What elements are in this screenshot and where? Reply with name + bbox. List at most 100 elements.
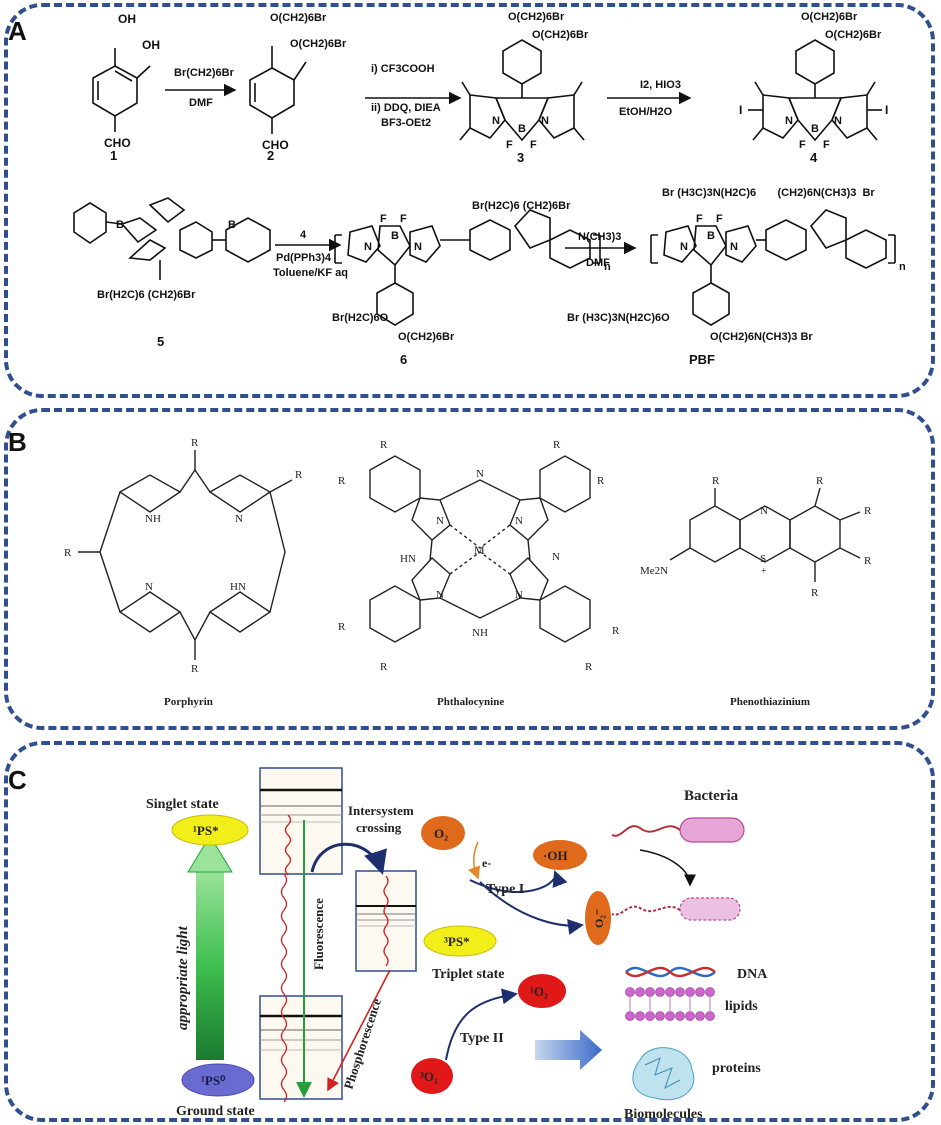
- singlet-oxygen-ellipse: [518, 974, 566, 1008]
- ps-triplet-ellipse: [423, 925, 497, 957]
- ph-r-top-left: R: [712, 475, 720, 487]
- pc-n-right: N: [552, 551, 560, 563]
- c4-f-left: F: [799, 139, 806, 151]
- compound-1-label: 1: [110, 148, 117, 163]
- c1-oh-side: OH: [142, 38, 160, 52]
- intersystem-crossing-arrow: [310, 842, 387, 875]
- phthalocyanine-structure: [369, 455, 591, 643]
- c3-f-left: F: [506, 139, 513, 151]
- bacteria-cell: [679, 817, 745, 843]
- step4-solvent: Toluene/KF aq: [273, 267, 348, 279]
- p6-n-subscript: n: [604, 261, 611, 273]
- phosphorescence-arrow: [327, 969, 391, 1092]
- dna-label: DNA: [737, 967, 768, 982]
- pc-nh: NH: [472, 627, 488, 639]
- c4-n-left: N: [785, 115, 793, 127]
- c3-boron: B: [518, 123, 526, 135]
- c2-chain-top: O(CH2)6Br: [270, 12, 327, 24]
- ph-r-bottom: R: [811, 587, 819, 599]
- ph-r-right: R: [864, 505, 872, 517]
- pc-n-tl: N: [436, 515, 444, 527]
- triplet-oxygen-label: ³O₂: [420, 1069, 438, 1084]
- compound-2-label: 2: [267, 148, 274, 163]
- light-absorption-arrow: [196, 870, 224, 1060]
- light-label: appropriate light: [175, 925, 191, 1030]
- ps-singlet-ellipse: [171, 814, 249, 846]
- type1-superoxide-arrow: [479, 881, 584, 935]
- pc-n-tr: N: [515, 515, 523, 527]
- pbf-n-left: N: [680, 241, 688, 253]
- c5-boron-right: B: [228, 219, 236, 231]
- porphyrin-r-left: R: [64, 547, 72, 559]
- compound-3-structure: [459, 39, 585, 142]
- pbf-quat-top: Br (H3C)3N(H2C)6 (CH2)6N(CH3)3 Br: [662, 187, 875, 199]
- lipid-bilayer: [625, 987, 715, 1021]
- pbf-f-left: F: [696, 213, 703, 225]
- electron-label: e-: [482, 856, 491, 870]
- ph-r-right2: R: [864, 555, 872, 567]
- compound-6-label: 6: [400, 352, 407, 367]
- c4-chain-side: O(CH2)6Br: [825, 29, 882, 41]
- c2-chain-side: O(CH2)6Br: [290, 38, 347, 50]
- pbf-structure: [650, 209, 896, 326]
- compound-4-structure: [748, 39, 882, 142]
- porphyrin-r-top: R: [191, 437, 199, 449]
- o2-ellipse: [421, 816, 465, 850]
- ph-plus: +: [761, 566, 767, 577]
- c3-n-left: N: [492, 115, 500, 127]
- phenothiazinium-structure: [669, 487, 861, 582]
- triplet-level-box: [355, 870, 417, 972]
- dna-strand-2: [625, 966, 716, 978]
- step1-reagent: Br(CH2)6Br: [174, 67, 235, 79]
- ps-ground-ellipse: [181, 1063, 255, 1097]
- c3-chain-top: O(CH2)6Br: [508, 11, 565, 23]
- step3-solvent: EtOH/H2O: [619, 106, 673, 118]
- ps-ground-label: ¹PS⁰: [201, 1073, 226, 1088]
- p6-f-right: F: [400, 213, 407, 225]
- type2-label: Type II: [460, 1031, 504, 1046]
- panel-b-frame: [4, 408, 935, 730]
- singlet-relaxation-wave: [284, 814, 292, 876]
- step2-line2: ii) DDQ, DIEA: [371, 102, 441, 114]
- step2-line1: i) CF3COOH: [371, 63, 435, 75]
- c5-boron-left: B: [116, 219, 124, 231]
- panel-c-frame: [4, 741, 935, 1122]
- pbf-f-right: F: [716, 213, 723, 225]
- ph-me2n: Me2N: [640, 565, 668, 577]
- pc-n-top: N: [476, 468, 484, 480]
- c3-f-right: F: [530, 139, 537, 151]
- porphyrin-n-bottom: N: [145, 581, 153, 593]
- p6-boron: B: [391, 230, 399, 242]
- step4-reagent: 4: [300, 229, 307, 241]
- panel-c-label: C: [8, 765, 27, 795]
- pc-r-tl: R: [380, 439, 388, 451]
- ground-state-label: Ground state: [176, 1104, 255, 1119]
- protein-backbone: [644, 1057, 681, 1090]
- biomolecules-label: Biomolecules: [624, 1107, 703, 1122]
- compound-4-label: 4: [810, 150, 818, 165]
- c3-chain-side: O(CH2)6Br: [532, 29, 589, 41]
- bacteria-label: Bacteria: [684, 788, 739, 804]
- pc-n-bl: N: [436, 589, 444, 601]
- type2-arrow: [445, 988, 518, 1061]
- porphyrin-hn: HN: [230, 581, 246, 593]
- proteins-label: proteins: [712, 1061, 761, 1076]
- c1-cho: CHO: [104, 136, 131, 150]
- pc-r-tr: R: [553, 439, 561, 451]
- pc-hn: HN: [400, 553, 416, 565]
- singlet-level-box: [259, 767, 343, 875]
- ps-triplet-label: ³PS*: [444, 934, 470, 949]
- c4-f-right: F: [823, 139, 830, 151]
- electron-transfer-arrow: [468, 841, 481, 880]
- damage-arrow: [535, 1030, 602, 1070]
- ps-singlet-label: ¹PS*: [193, 823, 219, 838]
- pc-r-bl2: R: [380, 661, 388, 673]
- singlet-oxygen-label: ¹O₂: [530, 984, 548, 999]
- phenothiazinium-title: Phenothiazinium: [730, 696, 810, 708]
- step1-solvent: DMF: [189, 97, 213, 109]
- compound-3-label: 3: [517, 150, 524, 165]
- p6-n-left: N: [364, 241, 372, 253]
- pc-r-bl: R: [338, 621, 346, 633]
- compound-1-structure: [92, 48, 151, 132]
- c1-oh-top: OH: [118, 12, 136, 26]
